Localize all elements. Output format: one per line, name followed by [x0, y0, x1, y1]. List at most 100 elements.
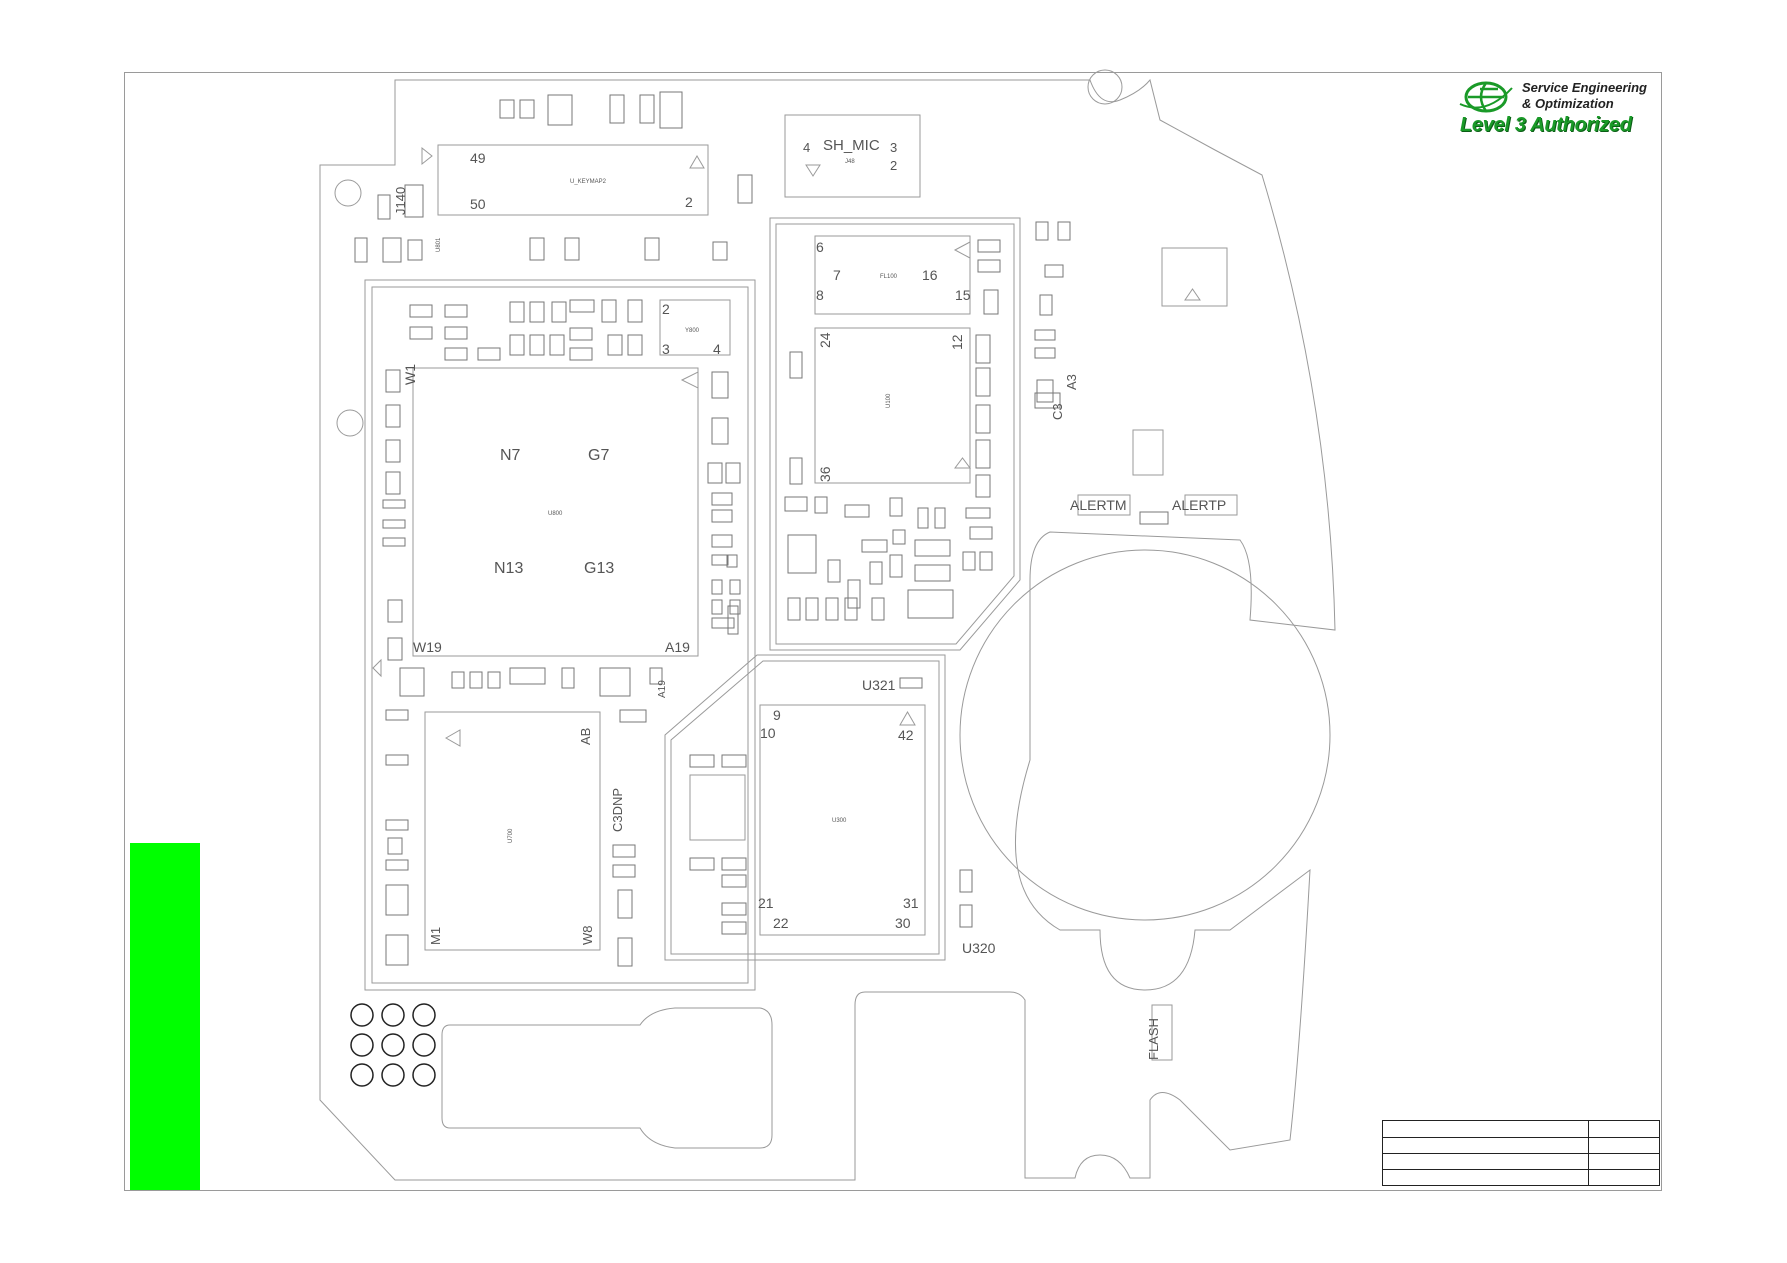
service-logo: Service Engineering & Optimization Level… — [1458, 78, 1658, 142]
u321-label: U321 — [862, 677, 896, 693]
u300-pin-30: 30 — [895, 915, 911, 931]
u801-ref: U801 — [436, 237, 442, 252]
sh-mic-ref: J48 — [845, 159, 855, 165]
u300-chip — [759, 704, 926, 936]
title-block-row-divider — [1383, 1137, 1659, 1138]
orient-mark-6 — [689, 155, 705, 169]
sh-mic-label: SH_MIC — [823, 137, 880, 154]
orient-mark-4 — [953, 241, 971, 259]
u1400-part — [1132, 429, 1164, 476]
u800-w1: W1 — [402, 364, 418, 385]
alertp-box — [1184, 494, 1238, 516]
shield-main-inner — [371, 286, 749, 984]
passive-components — [354, 91, 1169, 967]
u800-chip — [412, 367, 699, 657]
u300-pin-22: 22 — [773, 915, 789, 931]
u700-m1: M1 — [428, 927, 443, 945]
u300-pin-9: 9 — [773, 707, 781, 723]
sh-mic-pin-2: 2 — [890, 158, 897, 173]
fl-pin-7: 7 — [833, 267, 841, 283]
u800-a19: A19 — [665, 639, 690, 655]
battery-cutout — [959, 549, 1331, 921]
u100-chip — [814, 327, 971, 484]
u300-pin-21: 21 — [758, 895, 774, 911]
y800-pin-2: 2 — [662, 301, 670, 317]
flash-label: FLASH — [1146, 1018, 1161, 1060]
shield-bottom-inner — [670, 660, 940, 955]
alertm-box — [1077, 494, 1131, 516]
orient-mark-8 — [372, 658, 382, 678]
t300-part — [689, 774, 746, 841]
u300-ref: U300 — [832, 818, 847, 824]
fl-pin-8: 8 — [816, 287, 824, 303]
pin-2a: 2 — [685, 194, 693, 210]
test-point-array — [350, 1003, 436, 1087]
shield-main — [364, 279, 756, 991]
logo-authorized: Level 3 Authorized — [1460, 114, 1632, 136]
u800-ref: U800 — [548, 511, 563, 517]
top-connector — [437, 144, 709, 216]
sh-mic-pin-3: 3 — [890, 140, 897, 155]
alertm-label: ALERTM — [1070, 497, 1127, 513]
logo-line-1: Service Engineering — [1522, 80, 1647, 95]
u800-n13: N13 — [494, 560, 523, 577]
y800-pin-3: 3 — [662, 341, 670, 357]
u700-w8: W8 — [580, 926, 595, 946]
title-block — [1382, 1120, 1660, 1186]
u800-g13: G13 — [584, 560, 614, 577]
mount-hole-1 — [334, 179, 362, 207]
fl100-chip — [814, 235, 971, 315]
pin-49: 49 — [470, 150, 486, 166]
u100-pin-24: 24 — [817, 332, 833, 348]
shield-top-right — [769, 217, 1021, 651]
u700-ab: AB — [578, 728, 593, 745]
u800-w19: W19 — [413, 639, 442, 655]
u100-ref: U100 — [886, 393, 892, 408]
j140-label: J140 — [393, 187, 408, 215]
sh-mic-box — [784, 114, 921, 198]
fl-pin-6: 6 — [816, 239, 824, 255]
bottom-connector — [441, 1007, 773, 1149]
highlight-bar — [130, 843, 200, 1190]
pin-50: 50 — [470, 196, 486, 212]
title-block-col-divider — [1588, 1121, 1589, 1185]
title-block-row-divider — [1383, 1169, 1659, 1170]
orient-mark-2 — [444, 729, 461, 747]
u800-n7: N7 — [500, 447, 521, 464]
mount-hole-2 — [336, 409, 364, 437]
flash-pad — [1151, 1004, 1173, 1061]
title-block-row-divider — [1383, 1153, 1659, 1154]
orient-mark-3 — [899, 710, 916, 726]
u320-label: U320 — [962, 940, 996, 956]
shield-top-right-inner — [775, 223, 1015, 645]
orient-mark-5 — [954, 457, 971, 469]
mount-hole-3 — [1087, 69, 1123, 105]
u700-chip — [424, 711, 601, 951]
alertp-label: ALERTP — [1172, 497, 1226, 513]
a1-part — [1161, 247, 1228, 307]
u300-pin-31: 31 — [903, 895, 919, 911]
u700-ref: U700 — [508, 828, 514, 843]
c3-label: C3 — [1050, 403, 1065, 420]
orient-mark-9 — [1184, 288, 1201, 301]
a3-label: A3 — [1064, 374, 1079, 390]
fl100-ref: FL100 — [880, 274, 898, 280]
fl-pin-15: 15 — [955, 287, 971, 303]
a19b-label: A19 — [657, 680, 668, 698]
sh-mic-pin-4: 4 — [803, 140, 810, 155]
shield-bottom — [664, 654, 946, 961]
u300-pin-10: 10 — [760, 725, 776, 741]
fl-pin-16: 16 — [922, 267, 938, 283]
u800-g7: G7 — [588, 447, 609, 464]
u-keymap-label: U_KEYMAP2 — [570, 179, 607, 185]
u100-pin-12: 12 — [949, 334, 965, 350]
u300-pin-42: 42 — [898, 727, 914, 743]
globe-icon — [1459, 81, 1513, 113]
y800-crystal — [659, 299, 731, 356]
y800-pin-4: 4 — [713, 341, 721, 357]
drawing-frame — [124, 72, 1662, 1191]
logo-line-2: & Optimization — [1522, 96, 1614, 111]
u100-pin-36: 36 — [817, 466, 833, 482]
orient-mark-1 — [680, 371, 699, 389]
